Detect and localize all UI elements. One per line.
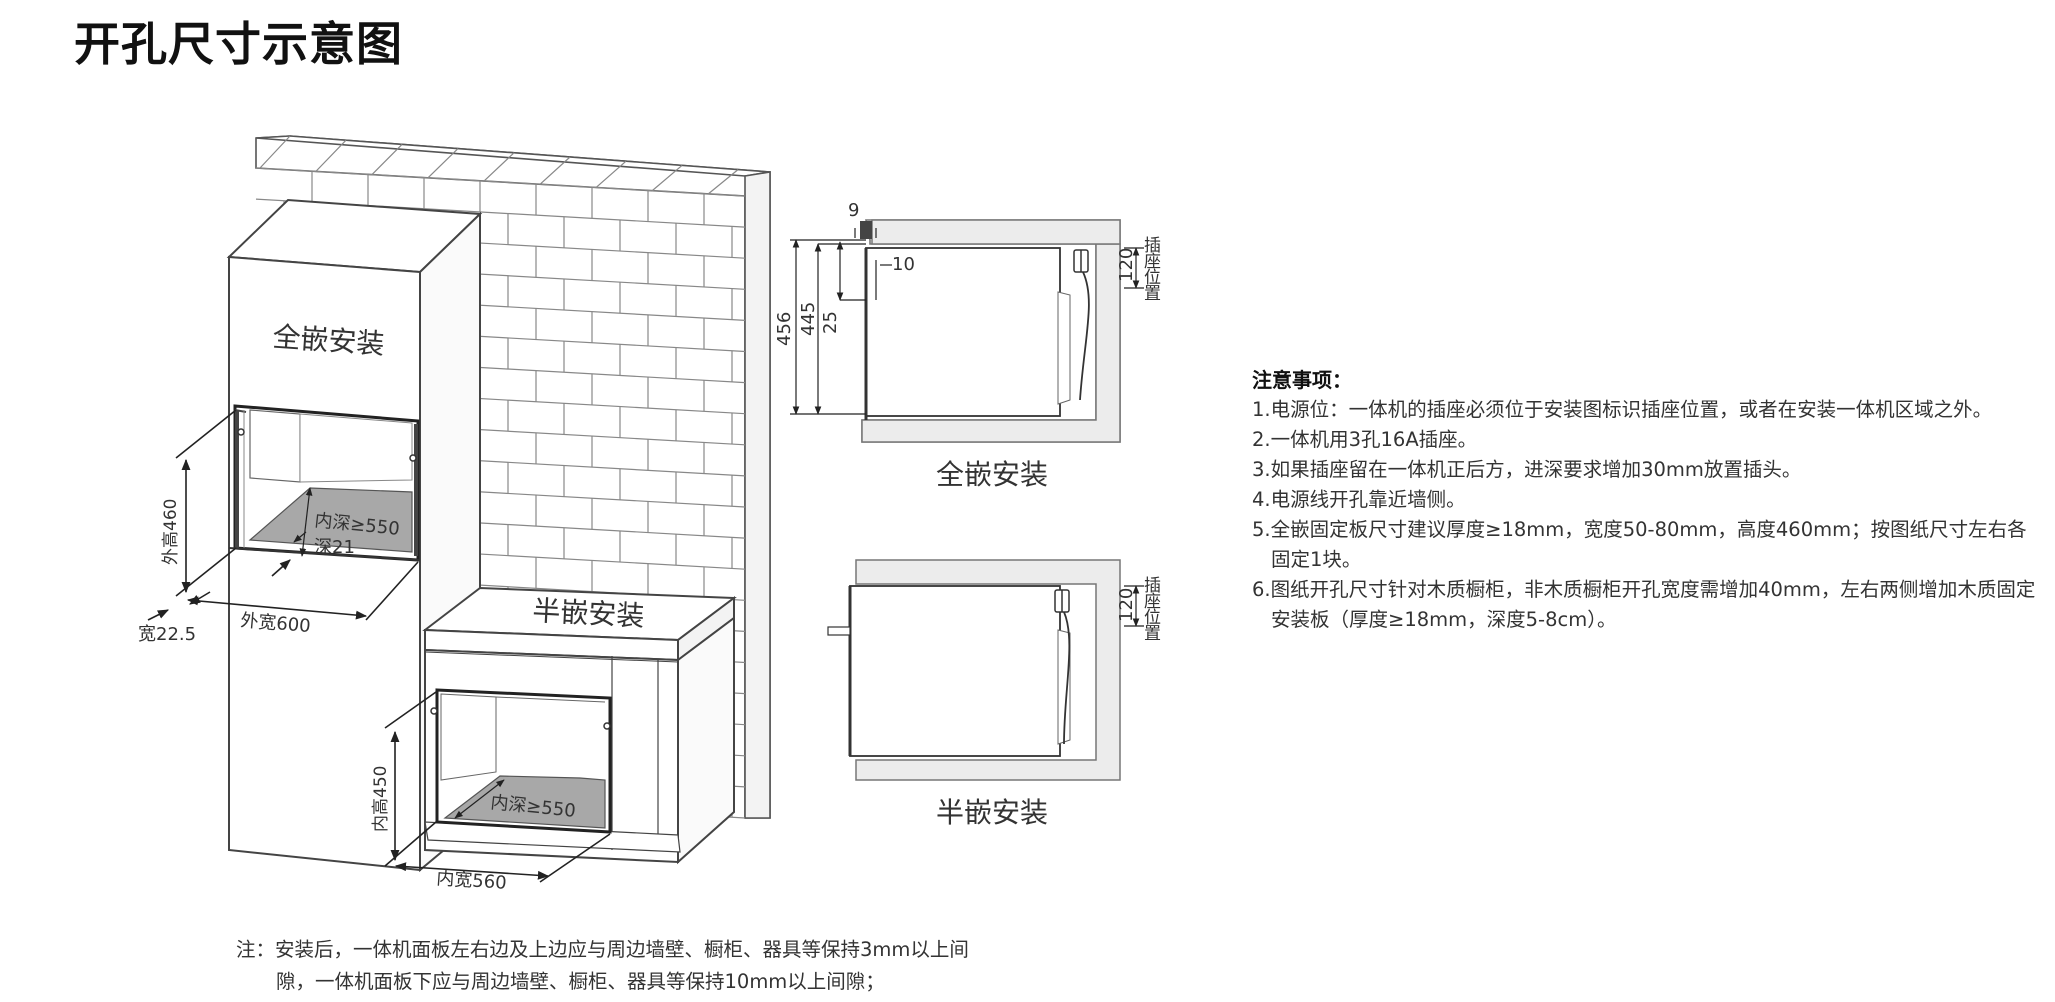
iso-labels: 全嵌安装 半嵌安装 外高460 外宽600 宽22.5 内深≥550 深21 内… xyxy=(138,320,645,894)
socket-position-label: 插座位置 xyxy=(1140,236,1161,300)
footnote-line-1: 注：安装后，一体机面板左右边及上边应与周边墙壁、橱柜、器具等保持3mm以上间 xyxy=(236,938,969,961)
depth-21-label: 深21 xyxy=(314,537,355,558)
outer-height-label: 外高460 xyxy=(161,499,181,565)
dim-456-label: 456 xyxy=(774,312,795,346)
socket-position-b-label: 插座位置 xyxy=(1140,576,1161,640)
note-item: 6.图纸开孔尺寸针对木质橱柜，非木质橱柜开孔宽度需增加40mm，左右两侧增加木质… xyxy=(1252,578,2036,631)
dim-120-b-label: 120 xyxy=(1116,588,1137,622)
note-item: 1.电源位：一体机的插座必须位于安装图标识插座位置，或者在安装一体机区域之外。 xyxy=(1252,398,1993,421)
note-item: 3.如果插座留在一体机正后方，进深要求增加30mm放置插头。 xyxy=(1252,458,1802,481)
side-half-caption: 半嵌安装 xyxy=(936,796,1048,829)
notes-heading: 注意事项： xyxy=(1252,368,1352,392)
full-embed-label: 全嵌安装 xyxy=(272,320,386,361)
side-width-label: 宽22.5 xyxy=(138,624,196,645)
note-item: 5.全嵌固定板尺寸建议厚度≥18mm，宽度50-80mm，高度460mm；按图纸… xyxy=(1252,518,2027,571)
half-embed-label: 半嵌安装 xyxy=(532,594,646,633)
inner-width-label: 内宽560 xyxy=(436,868,508,894)
side-view-full: 9 10 456 445 25 120 插座位置 全嵌安装 xyxy=(774,200,1161,491)
footnote: 注：安装后，一体机面板左右边及上边应与周边墙壁、橱柜、器具等保持3mm以上间 隙… xyxy=(236,934,1036,998)
notes-panel: 注意事项： 1.电源位：一体机的插座必须位于安装图标识插座位置，或者在安装一体机… xyxy=(1252,365,2042,635)
side-full-caption: 全嵌安装 xyxy=(936,458,1048,491)
page-title: 开孔尺寸示意图 xyxy=(74,17,403,71)
dim-9-label: 9 xyxy=(848,200,859,221)
note-item: 2.一体机用3孔16A插座。 xyxy=(1252,428,1478,451)
iso-dimensions xyxy=(147,409,611,883)
inner-height-label: 内高450 xyxy=(371,766,391,832)
note-item: 4.电源线开孔靠近墙侧。 xyxy=(1252,488,1466,511)
dim-10-label: 10 xyxy=(892,254,915,275)
full-embed-floor xyxy=(248,487,413,553)
side-view-half: 120 插座位置 半嵌安装 xyxy=(827,559,1161,829)
dim-120-label: 120 xyxy=(1116,248,1137,282)
footnote-line-2: 隙，一体机面板下应与周边墙壁、橱柜、器具等保持10mm以上间隙； xyxy=(276,970,885,993)
dim-25-label: 25 xyxy=(820,311,841,334)
dim-445-label: 445 xyxy=(798,302,819,336)
